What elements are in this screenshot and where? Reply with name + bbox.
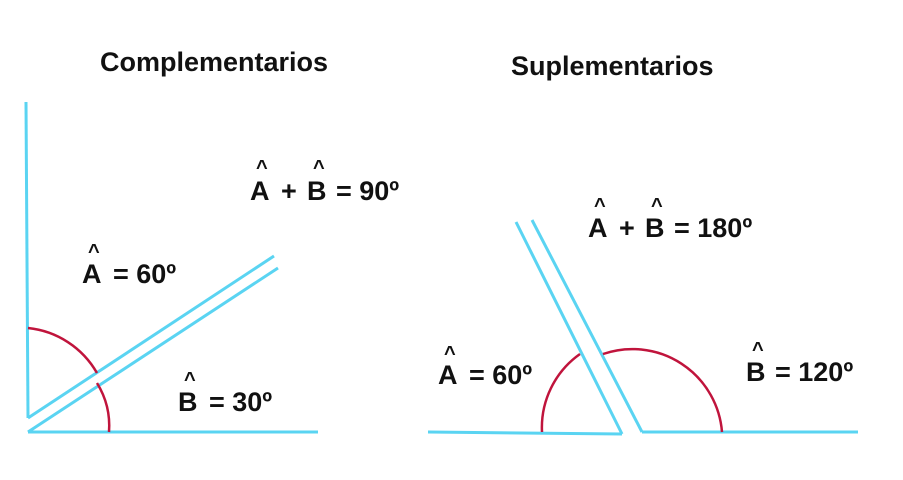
complementary-sum-plus: + — [281, 176, 297, 206]
supplementary-angle-a-value: = 60º — [469, 360, 532, 390]
supplementary-angle-b-value: = 120º — [775, 357, 853, 387]
supplementary-shared-ray-right — [530, 219, 644, 433]
supplementary-sum-a: A — [588, 213, 608, 243]
complementary-angle-a-letter: A — [82, 259, 102, 289]
complementary-sum-result: = 90º — [336, 176, 399, 206]
complementary-angle-a-hat: ^ — [88, 241, 100, 263]
complementary-title: Complementarios — [100, 47, 328, 77]
supplementary-angle-b-letter: B — [746, 357, 766, 387]
complementary-angle-b-hat: ^ — [184, 369, 196, 391]
supplementary-angle-b-hat: ^ — [752, 339, 764, 361]
supplementary-sum-result: = 180º — [674, 213, 752, 243]
complementary-shared-ray-lower — [27, 266, 279, 434]
supplementary-angle-a-arc — [540, 352, 581, 433]
complementary-sum-b-hat: ^ — [313, 157, 325, 179]
complementary-sum-a: A — [250, 176, 270, 206]
complementary-angle-a-arc — [27, 326, 99, 374]
complementary-vertical-ray — [24, 101, 30, 419]
supplementary-angle-b-arc — [602, 347, 724, 433]
complementary-shared-ray-upper — [27, 254, 275, 420]
complementary-angle-b-letter: B — [178, 387, 198, 417]
supplementary-angle-a-letter: A — [438, 360, 458, 390]
supplementary-sum-b: B — [645, 213, 665, 243]
supplementary-title: Suplementarios — [511, 51, 714, 81]
supplementary-sum-a-hat: ^ — [594, 195, 606, 217]
complementary-angle-a-value: = 60º — [113, 259, 176, 289]
complementary-section: Complementarios ^ A + ^ B = 90º ^ A = 60… — [24, 47, 399, 434]
supplementary-shared-ray-left — [514, 221, 624, 435]
complementary-sum-b: B — [307, 176, 327, 206]
supplementary-angle-a-hat: ^ — [444, 343, 456, 365]
supplementary-section: Suplementarios ^ A + ^ B = 180º ^ A = 60… — [427, 51, 858, 436]
supplementary-sum-b-hat: ^ — [651, 195, 663, 217]
supplementary-sum-plus: + — [619, 213, 635, 243]
complementary-angle-b-value: = 30º — [209, 387, 272, 417]
complementary-angle-b-arc — [95, 382, 111, 433]
complementary-sum-a-hat: ^ — [256, 157, 268, 179]
supplementary-left-ray — [427, 430, 623, 436]
